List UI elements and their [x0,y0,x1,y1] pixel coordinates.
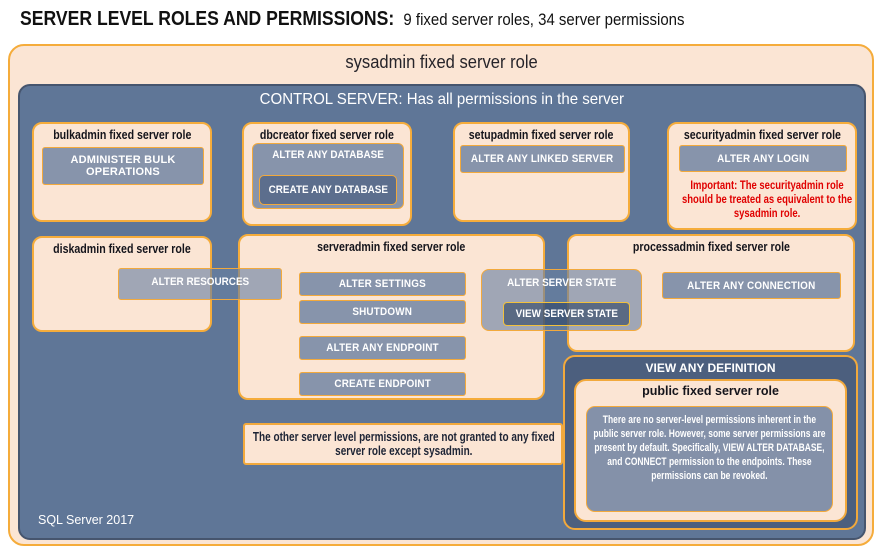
other-permissions-note-text: The other server level permissions, are … [252,430,555,459]
setupadmin-role-box: setupadmin fixed server role ALTER ANY L… [453,122,630,222]
permission-alter-any-linked-server: ALTER ANY LINKED SERVER [460,145,625,173]
securityadmin-warning-text: Important: The securityadmin role should… [681,178,853,221]
permission-alter-any-database: ALTER ANY DATABASE CREATE ANY DATABASE [252,143,404,209]
diskadmin-role-title: diskadmin fixed server role [53,242,191,256]
page-title-main: SERVER LEVEL ROLES AND PERMISSIONS: [20,8,395,30]
view-any-definition-box: VIEW ANY DEFINITION public fixed server … [563,355,858,530]
control-server-title: CONTROL SERVER: Has all permissions in t… [259,91,624,108]
serveradmin-role-title: serveradmin fixed server role [317,240,466,254]
permission-create-any-database: CREATE ANY DATABASE [259,175,397,205]
dbcreator-role-box: dbcreator fixed server role ALTER ANY DA… [242,122,412,226]
public-role-title: public fixed server role [642,384,779,398]
permission-alter-server-state: ALTER SERVER STATE VIEW SERVER STATE [481,269,642,331]
permission-view-server-state: VIEW SERVER STATE [503,302,630,326]
permission-alter-any-connection: ALTER ANY CONNECTION [662,272,841,299]
permission-administer-bulk-operations: ADMINISTER BULK OPERATIONS [42,147,204,185]
processadmin-role-title: processadmin fixed server role [632,240,790,254]
permission-alter-resources: ALTER RESOURCES [118,268,282,300]
public-role-note-box: There are no server-level permissions in… [586,406,833,512]
page-title: SERVER LEVEL ROLES AND PERMISSIONS: 9 fi… [20,8,684,31]
setupadmin-role-title: setupadmin fixed server role [469,128,614,142]
permission-shutdown: SHUTDOWN [299,300,466,324]
securityadmin-role-box: securityadmin fixed server role ALTER AN… [667,122,857,230]
permission-view-any-definition: VIEW ANY DEFINITION [645,361,776,375]
permission-alter-settings: ALTER SETTINGS [299,272,466,296]
public-role-box: public fixed server role There are no se… [574,379,847,522]
dbcreator-role-title: dbcreator fixed server role [259,128,395,142]
other-permissions-note-box: The other server level permissions, are … [243,423,563,465]
sysadmin-role-title: sysadmin fixed server role [345,52,538,72]
page-title-subtitle: 9 fixed server roles, 34 server permissi… [403,10,685,29]
public-role-note-text: There are no server-level permissions in… [593,414,826,483]
permission-alter-any-login: ALTER ANY LOGIN [679,145,847,172]
permission-alter-any-endpoint: ALTER ANY ENDPOINT [299,336,466,360]
bulkadmin-role-box: bulkadmin fixed server role ADMINISTER B… [32,122,212,222]
serveradmin-role-box: serveradmin fixed server role ALTER SETT… [238,234,545,400]
sql-server-version-label: SQL Server 2017 [38,513,135,527]
bulkadmin-role-title: bulkadmin fixed server role [52,128,192,142]
permission-create-endpoint: CREATE ENDPOINT [299,372,466,396]
securityadmin-role-title: securityadmin fixed server role [683,128,841,142]
